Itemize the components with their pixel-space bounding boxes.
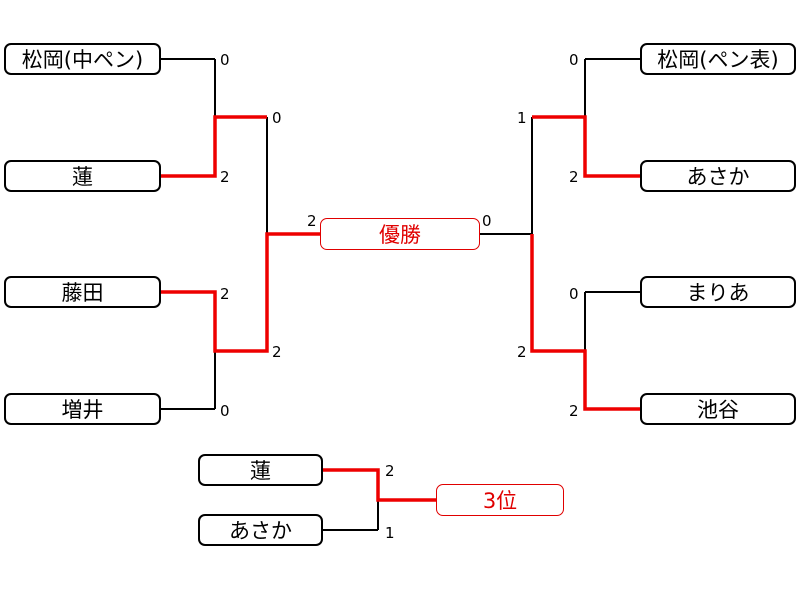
player-name: あさか xyxy=(229,519,292,543)
score-right-r1-3: 0 xyxy=(569,285,579,303)
champion-label: 優勝 xyxy=(379,223,421,247)
player-name: まりあ xyxy=(686,281,750,305)
player-name: 池谷 xyxy=(697,398,739,422)
third-place-label: 3位 xyxy=(482,489,518,513)
player-name: 松岡(ペン表) xyxy=(657,48,779,72)
player-name: 蓮 xyxy=(250,459,271,483)
score-left-r1-4: 0 xyxy=(220,402,230,420)
score-left-r1-3: 2 xyxy=(220,285,230,303)
player-box-left-4: 増井 xyxy=(4,393,161,425)
player-box-left-3: 藤田 xyxy=(4,276,161,308)
third-place-box: 3位 xyxy=(436,484,564,516)
score-third-2: 1 xyxy=(385,524,395,542)
player-box-right-2: あさか xyxy=(640,160,796,192)
score-final-right: 0 xyxy=(482,212,492,230)
score-left-r2-1: 0 xyxy=(272,109,282,127)
winner-path xyxy=(530,234,640,411)
champion-box: 優勝 xyxy=(320,218,480,250)
third-place-player-2: あさか xyxy=(198,514,323,546)
player-name: 藤田 xyxy=(61,281,104,305)
player-name: 松岡(中ペン) xyxy=(21,48,144,72)
player-box-left-2: 蓮 xyxy=(4,160,161,192)
winner-path xyxy=(322,468,436,502)
player-name: 増井 xyxy=(61,398,104,422)
player-name: あさか xyxy=(686,165,750,189)
score-left-r1-2: 2 xyxy=(220,168,230,186)
player-box-right-1: 松岡(ペン表) xyxy=(640,43,796,75)
third-place-player-1: 蓮 xyxy=(198,454,323,486)
score-third-1: 2 xyxy=(385,462,395,480)
score-final-left: 2 xyxy=(307,212,317,230)
winner-path xyxy=(532,115,640,178)
player-box-left-1: 松岡(中ペン) xyxy=(4,43,161,75)
score-left-r2-2: 2 xyxy=(272,343,282,361)
score-right-r1-4: 2 xyxy=(569,402,579,420)
winner-path xyxy=(160,232,320,353)
player-box-right-4: 池谷 xyxy=(640,393,796,425)
score-left-r1-1: 0 xyxy=(220,51,230,69)
player-box-right-3: まりあ xyxy=(640,276,796,308)
score-right-r1-2: 2 xyxy=(569,168,579,186)
player-name: 蓮 xyxy=(72,165,93,189)
score-right-r2-2: 2 xyxy=(517,343,527,361)
score-right-r2-1: 1 xyxy=(517,109,527,127)
winner-path xyxy=(160,115,267,178)
score-right-r1-1: 0 xyxy=(569,51,579,69)
